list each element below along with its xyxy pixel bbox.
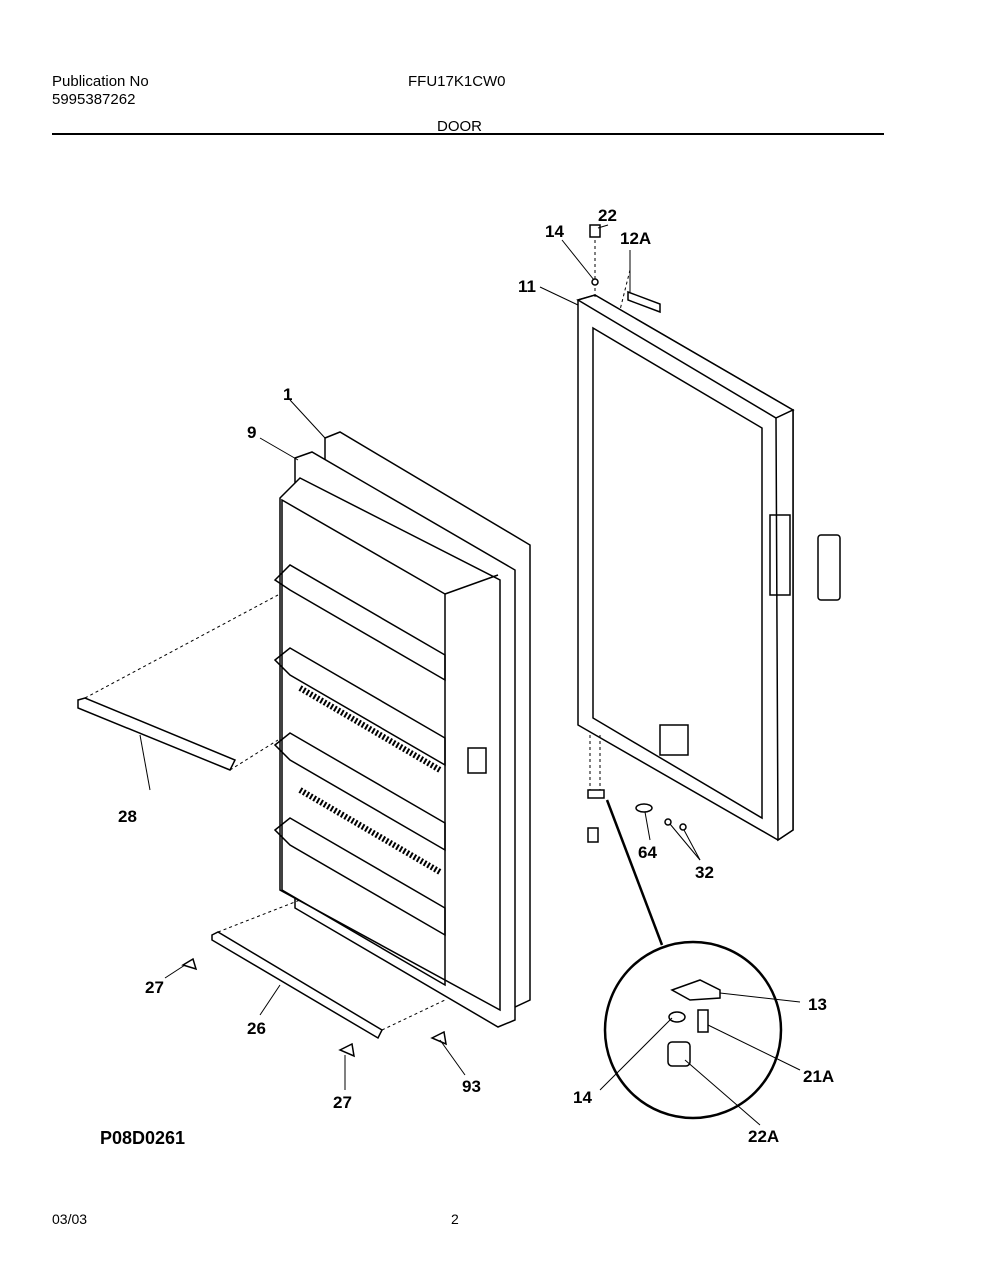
outer-door-panel: [576, 294, 841, 842]
callout-32: 32: [695, 863, 714, 882]
callout-11: 11: [518, 277, 536, 296]
callout-14-detail: 14: [573, 1088, 592, 1107]
shelf-bar-28: [77, 697, 237, 771]
callout-27-bottom: 27: [333, 1093, 352, 1112]
callout-64: 64: [638, 843, 657, 862]
callout-28: 28: [118, 807, 137, 826]
section-title: DOOR: [437, 118, 482, 135]
shelf-bar-26: [211, 931, 383, 1040]
callout-13: 13: [808, 995, 827, 1014]
callout-93: 93: [462, 1077, 481, 1096]
callout-14-top: 14: [545, 222, 564, 241]
header-rule: [52, 133, 884, 135]
leader-lines: [139, 224, 801, 1126]
diagram-code: P08D0261: [100, 1128, 186, 1148]
model-number: FFU17K1CW0: [408, 73, 506, 90]
callout-21a: 21A: [803, 1067, 834, 1086]
footer-date: 03/03: [52, 1211, 88, 1227]
callout-22a: 22A: [748, 1127, 779, 1146]
publication-label: Publication No: [52, 73, 149, 90]
assembly-lines: [84, 240, 631, 1031]
callout-1: 1: [283, 385, 292, 404]
callout-22: 22: [598, 206, 617, 225]
callout-9: 9: [247, 423, 256, 442]
door-shelves: [273, 564, 446, 937]
footer-page: 2: [451, 1211, 459, 1227]
callout-27-left: 27: [145, 978, 164, 997]
callout-26: 26: [247, 1019, 266, 1038]
detail-parts: [667, 979, 721, 1067]
inner-door-liner: [273, 431, 531, 1028]
publication-number: 5995387262: [52, 91, 136, 108]
detail-circle: [603, 940, 783, 1120]
hardware-parts: [181, 224, 687, 1058]
callout-12a: 12A: [620, 229, 651, 248]
